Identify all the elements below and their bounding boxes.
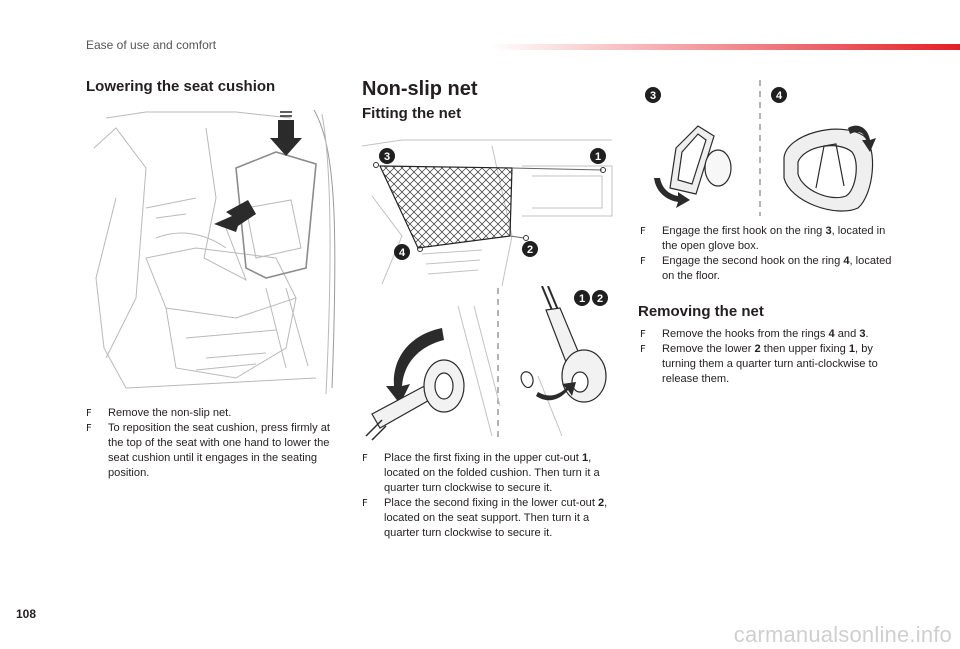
check-box-icon: F (640, 256, 646, 267)
svg-text:2: 2 (527, 244, 533, 256)
check-box-icon: F (640, 226, 646, 237)
rotate-clockwise-arrow-icon (386, 328, 444, 404)
page-header-title: Ease of use and comfort (86, 38, 217, 52)
check-box-icon: F (362, 453, 368, 464)
callout-2: 2 (522, 241, 538, 257)
header-accent-bar (490, 44, 960, 50)
fixing-detail-figure: 1 2 (362, 286, 616, 442)
svg-text:1: 1 (579, 293, 585, 305)
svg-text:3: 3 (650, 90, 656, 102)
press-down-arrow-icon (270, 111, 302, 156)
check-box-icon: F (640, 344, 646, 355)
section-heading-lowering: Lowering the seat cushion (86, 78, 276, 95)
hook-rings-figure: 3 4 (640, 78, 896, 218)
section-heading-non-slip-net: Non-slip net (362, 78, 478, 100)
check-box-icon: F (640, 329, 646, 340)
callout-1: 1 (590, 148, 606, 164)
callout-1-detail: 1 (574, 290, 590, 306)
svg-text:4: 4 (776, 90, 783, 102)
svg-text:4: 4 (399, 247, 406, 259)
svg-text:1: 1 (595, 151, 601, 163)
check-box-icon: F (86, 408, 92, 419)
callout-4-hook: 4 (771, 87, 787, 103)
page-number: 108 (16, 607, 37, 621)
callout-2-detail: 2 (592, 290, 608, 306)
hook-engage-arrow-icon (654, 178, 690, 208)
lower-cushion-arrow-icon (214, 200, 256, 232)
check-box-icon: F (86, 423, 92, 434)
callout-3-hook: 3 (645, 87, 661, 103)
svg-text:2: 2 (597, 293, 603, 305)
section-heading-removing-net: Removing the net (638, 303, 764, 320)
subheading-fitting-net: Fitting the net (362, 105, 462, 122)
ring-engage-arrow-icon (848, 125, 876, 152)
net-fitting-figure: 3 1 4 2 (362, 136, 616, 286)
callout-4: 4 (394, 244, 410, 260)
turn-arrow-icon (536, 382, 576, 401)
callout-3: 3 (379, 148, 395, 164)
watermark: carmanualsonline.info (733, 622, 952, 647)
seat-cushion-figure (86, 108, 342, 400)
check-box-icon: F (362, 498, 368, 509)
svg-text:3: 3 (384, 151, 390, 163)
